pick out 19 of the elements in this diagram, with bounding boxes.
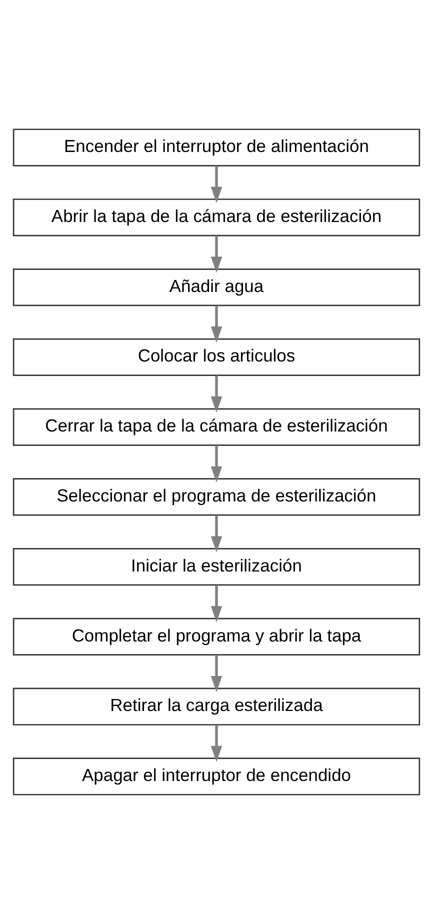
arrow [210, 584, 222, 622]
node-box: Abrir la tapa de la cámara de esterilización [12, 198, 420, 236]
node-box: Seleccionar el programa de esterilización [12, 478, 420, 516]
node-box: Añadir agua [12, 268, 420, 306]
node-box: Encender el interruptor de alimentación [12, 128, 420, 166]
arrow [210, 374, 222, 412]
node-box: Colocar los articulos [12, 338, 420, 376]
node-box: Retirar la carga esterilizada [12, 687, 420, 725]
node-box: Apagar el interruptor de encendido [12, 757, 420, 795]
node-box: Cerrar la tapa de la cámara de esterilización [12, 408, 420, 446]
arrow [210, 724, 222, 762]
arrow [210, 165, 222, 202]
arrow [210, 235, 222, 272]
node-box: Iniciar la esterilización [12, 548, 420, 586]
node-box: Completar el programa y abrir la tapa [12, 617, 420, 656]
arrow [210, 444, 222, 482]
arrow [210, 654, 222, 692]
arrow [210, 514, 222, 552]
arrow [210, 305, 222, 342]
